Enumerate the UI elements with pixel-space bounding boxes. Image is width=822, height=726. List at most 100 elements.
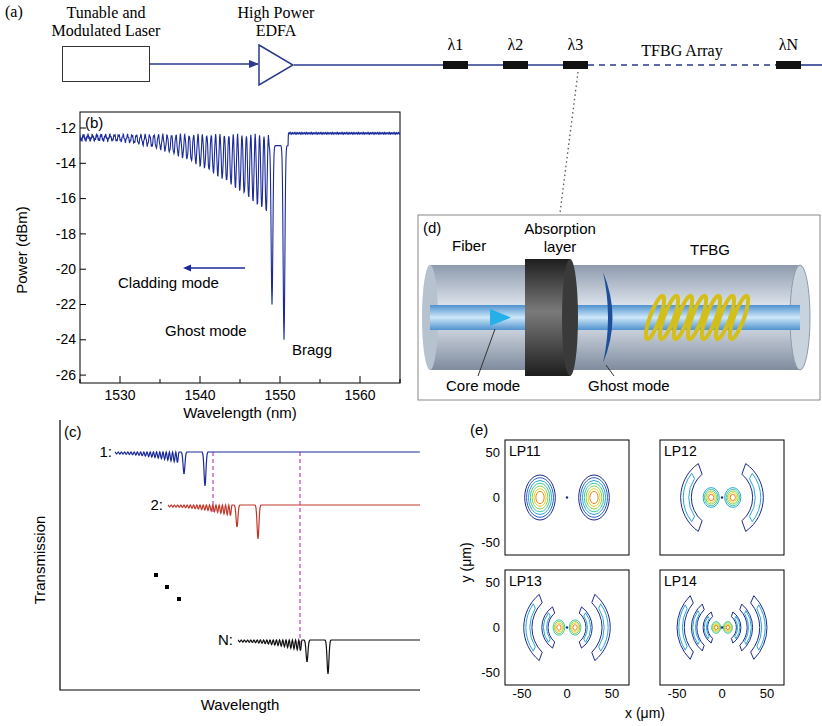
contour-line [530,483,549,512]
annotation-arrow [188,267,245,268]
fiber-connector [294,64,443,66]
mode-contours [681,464,764,532]
contour-line [524,594,542,660]
contour-line [742,464,763,532]
contour-line [704,616,709,638]
tick-label: -50 [513,686,532,702]
contour-line [570,621,579,633]
tick-label: -22 [56,296,76,313]
contour-line [713,623,720,632]
contour-line [751,596,767,660]
contour-line [525,475,556,520]
contour-line [582,480,605,514]
fiber-connector [150,63,258,65]
tick-mark [160,379,161,383]
tick-mark [280,376,281,383]
mode-contours [524,594,610,660]
contour-line [714,624,719,631]
contour-line [572,623,579,632]
contour-line [543,613,550,642]
axis-title: Transmission [31,516,49,605]
fiber-connector [468,64,503,66]
panel-label: (d) [423,219,441,237]
contour-line [706,491,717,504]
grating-bar [563,61,588,69]
contour-line [724,623,731,632]
node-label: λ3 [560,36,591,54]
contour-line [707,493,715,503]
axis-line [60,420,420,690]
tick-mark [200,376,201,383]
mode-plot-frame [505,440,629,555]
tick-label: -26 [56,367,76,384]
mode-plot-frame [660,570,784,685]
tick-label: 1540 [184,387,215,404]
arrow-head [183,265,191,272]
mode-contours [677,596,767,660]
contour-line [731,612,740,643]
annotation: Bragg [292,341,332,359]
contour-line [740,604,753,651]
ghost-mode-symbol [603,272,613,363]
laser-box: Tunable and Modulated Laser [48,4,164,82]
box-outline [62,46,150,82]
contour-line [745,611,752,645]
contour-line [703,488,719,508]
contour-line [677,596,693,660]
zoom-leader [560,72,578,213]
tick-label: -24 [56,331,76,348]
contour-line [703,612,712,643]
curve-label: 1: [99,443,112,461]
contour-line [729,493,737,503]
contour-line [730,494,735,500]
absorption-layer-face [562,259,578,376]
mode-plot-frame [505,570,629,685]
contour-line [536,491,544,503]
node-label: High Power EDFA [231,4,321,41]
contour-line [590,491,598,503]
fiber-connector [588,64,776,66]
tick-mark [80,379,81,383]
tick-mark [80,304,86,305]
contour-line [557,625,561,631]
tick-label: -14 [56,155,76,172]
center-dot [721,626,723,628]
contour-line [553,620,565,635]
chart-frame [80,112,400,383]
grating-bar [776,61,801,69]
mode-label: LP11 [509,443,541,460]
grating-bar [503,61,528,69]
panel-label: (c) [64,423,82,441]
panel-label: (b) [85,114,103,132]
contour-line [588,489,600,507]
contour-line [691,604,704,651]
contour-line [683,473,694,521]
contour-line [586,486,602,509]
core-mode-symbol [490,309,511,326]
tick-label: 50 [760,686,774,702]
curve-label: 2: [150,496,163,514]
tick-label: 1560 [344,387,375,404]
edge-label: TFBG Array [639,41,724,60]
annotation: Fiber [452,237,486,255]
annotation: TFBG [690,241,730,259]
tick-mark [240,379,241,383]
tick-label: 0 [563,686,570,702]
tick-mark [320,379,321,383]
tick-label: 1550 [264,387,295,404]
tick-mark [80,163,86,164]
annotation: Ghost mode [588,377,670,395]
tick-label: 50 [605,686,619,702]
grating-coil [726,294,751,341]
contour-line [528,480,551,514]
contour-line [712,622,721,634]
amplifier-node: High Power EDFA [231,4,321,86]
tick-label: -18 [56,226,76,243]
center-dot [566,496,568,498]
contour-line [527,478,554,518]
contour-line [526,604,535,651]
contour-line [581,478,608,518]
spectrum-group [80,132,400,339]
tick-label: -50 [668,686,687,702]
